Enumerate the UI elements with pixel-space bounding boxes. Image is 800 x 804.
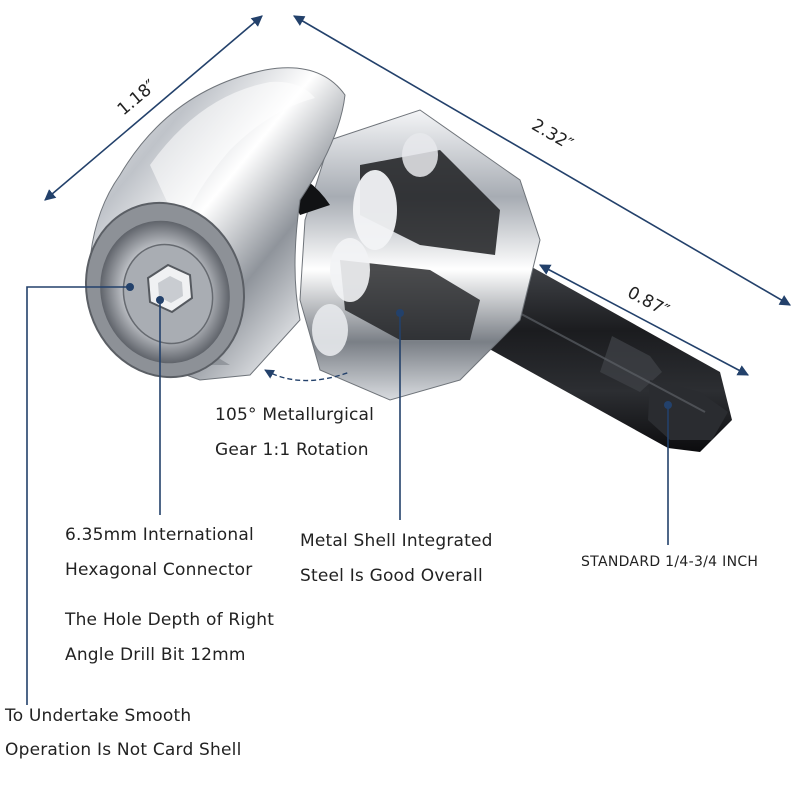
hole-depth-callout-line2: Angle Drill Bit 12mm: [65, 645, 246, 665]
dimension-arrow-shank: [539, 264, 749, 376]
rotating-collar: [275, 109, 541, 401]
connector-callout-line1: 6.35mm International: [65, 525, 254, 545]
smooth-callout-line1: To Undertake Smooth: [5, 706, 192, 726]
gear-callout-line1: 105° Metallurgical: [215, 405, 375, 425]
shell-callout-line1: Metal Shell Integrated: [300, 531, 493, 551]
smooth-callout-line2: Operation Is Not Card Shell: [5, 740, 242, 760]
angle-arc: [264, 369, 351, 382]
callout-dots: [126, 283, 672, 409]
connector-callout-line2: Hexagonal Connector: [65, 560, 253, 580]
dimension-arrow-width: [44, 15, 263, 201]
shell-callout-line2: Steel Is Good Overall: [300, 566, 483, 586]
hole-depth-callout-line1: The Hole Depth of Right: [65, 610, 275, 630]
dimension-arrow-length: [293, 15, 791, 306]
callout-leaders: [26, 286, 669, 705]
standard-callout: STANDARD 1/4-3/4 INCH: [581, 554, 759, 570]
gear-callout-line2: Gear 1:1 Rotation: [215, 440, 369, 460]
socket-opening: [84, 201, 246, 379]
